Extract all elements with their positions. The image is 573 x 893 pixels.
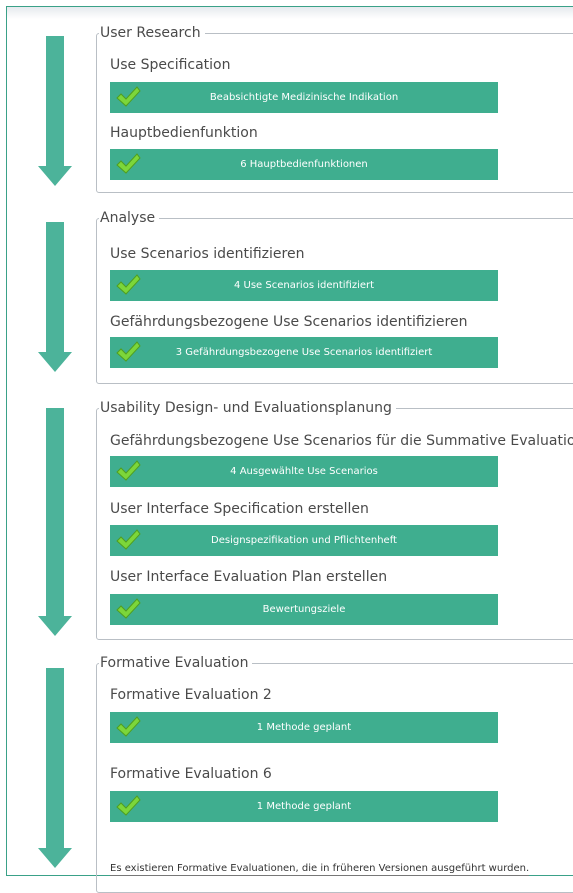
green-checkmark-icon (116, 341, 141, 362)
green-checkmark-icon (116, 86, 141, 107)
section-legend: Usability Design- und Evaluationsplanung (99, 399, 396, 417)
green-checkmark-icon (116, 274, 141, 295)
item-title-hauptbedienfunktion: Hauptbedienfunktion (110, 125, 258, 141)
green-checkmark-icon (116, 529, 141, 550)
down-arrow-icon (38, 408, 72, 636)
status-text: 1 Methode geplant (256, 722, 352, 733)
status-text: Beabsichtigte Medizinische Indikation (209, 92, 399, 103)
green-checkmark-icon (116, 795, 141, 816)
down-arrow-icon (38, 222, 72, 372)
status-bar-summative-evaluation-scenarios[interactable]: 4 Ausgewählte Use Scenarios (110, 456, 498, 487)
status-bar-ui-specification[interactable]: Designspezifikation und Pflichtenheft (110, 525, 498, 556)
item-title-use-specification: Use Specification (110, 57, 231, 73)
status-text: Bewertungsziele (262, 604, 346, 615)
item-title-use-scenarios: Use Scenarios identifizieren (110, 246, 305, 262)
top-shade (7, 7, 573, 19)
status-text: 4 Use Scenarios identifiziert (233, 280, 375, 291)
down-arrow-icon (38, 668, 72, 868)
green-checkmark-icon (116, 460, 141, 481)
status-text: 4 Ausgewählte Use Scenarios (230, 466, 378, 477)
status-bar-gefaehrdungsbezogene-use-scenarios[interactable]: 3 Gefährdungsbezogene Use Scenarios iden… (110, 337, 498, 368)
section-usability-design-planung: Usability Design- und Evaluationsplanung… (96, 399, 573, 640)
status-text: 1 Methode geplant (256, 801, 352, 812)
green-checkmark-icon (116, 716, 141, 737)
item-title-gefaehrdungsbezogene-use-scenarios: Gefährdungsbezogene Use Scenarios identi… (110, 314, 468, 330)
status-bar-use-scenarios[interactable]: 4 Use Scenarios identifiziert (110, 270, 498, 301)
section-legend: Formative Evaluation (99, 654, 253, 672)
status-bar-formative-evaluation-2[interactable]: 1 Methode geplant (110, 712, 498, 743)
green-checkmark-icon (116, 153, 141, 174)
item-title-ui-evaluation-plan: User Interface Evaluation Plan erstellen (110, 569, 388, 585)
down-arrow-icon (38, 36, 72, 186)
status-text: Designspezifikation und Pflichtenheft (211, 535, 397, 546)
previous-versions-note[interactable]: Es existieren Formative Evaluationen, di… (110, 863, 530, 876)
section-formative-evaluation: Formative Evaluation Formative Evaluatio… (96, 654, 573, 893)
section-analyse: Analyse Use Scenarios identifizieren 4 U… (96, 209, 573, 384)
status-bar-hauptbedienfunktion[interactable]: 6 Hauptbedienfunktionen (110, 149, 498, 180)
section-legend: Analyse (99, 209, 160, 227)
item-title-formative-evaluation-6: Formative Evaluation 6 (110, 766, 272, 782)
status-text: 3 Gefährdungsbezogene Use Scenarios iden… (175, 347, 433, 358)
status-bar-ui-evaluation-plan[interactable]: Bewertungsziele (110, 594, 498, 625)
section-user-research: User Research Use Specification Beabsich… (96, 24, 573, 193)
status-bar-formative-evaluation-6[interactable]: 1 Methode geplant (110, 791, 498, 822)
item-title-ui-specification: User Interface Specification erstellen (110, 501, 369, 517)
section-legend: User Research (99, 24, 205, 42)
item-title-formative-evaluation-2: Formative Evaluation 2 (110, 687, 272, 703)
green-checkmark-icon (116, 598, 141, 619)
status-text: 6 Hauptbedienfunktionen (240, 159, 368, 170)
status-bar-use-specification[interactable]: Beabsichtigte Medizinische Indikation (110, 82, 498, 113)
item-title-summative-evaluation-scenarios: Gefährdungsbezogene Use Scenarios für di… (110, 433, 573, 449)
